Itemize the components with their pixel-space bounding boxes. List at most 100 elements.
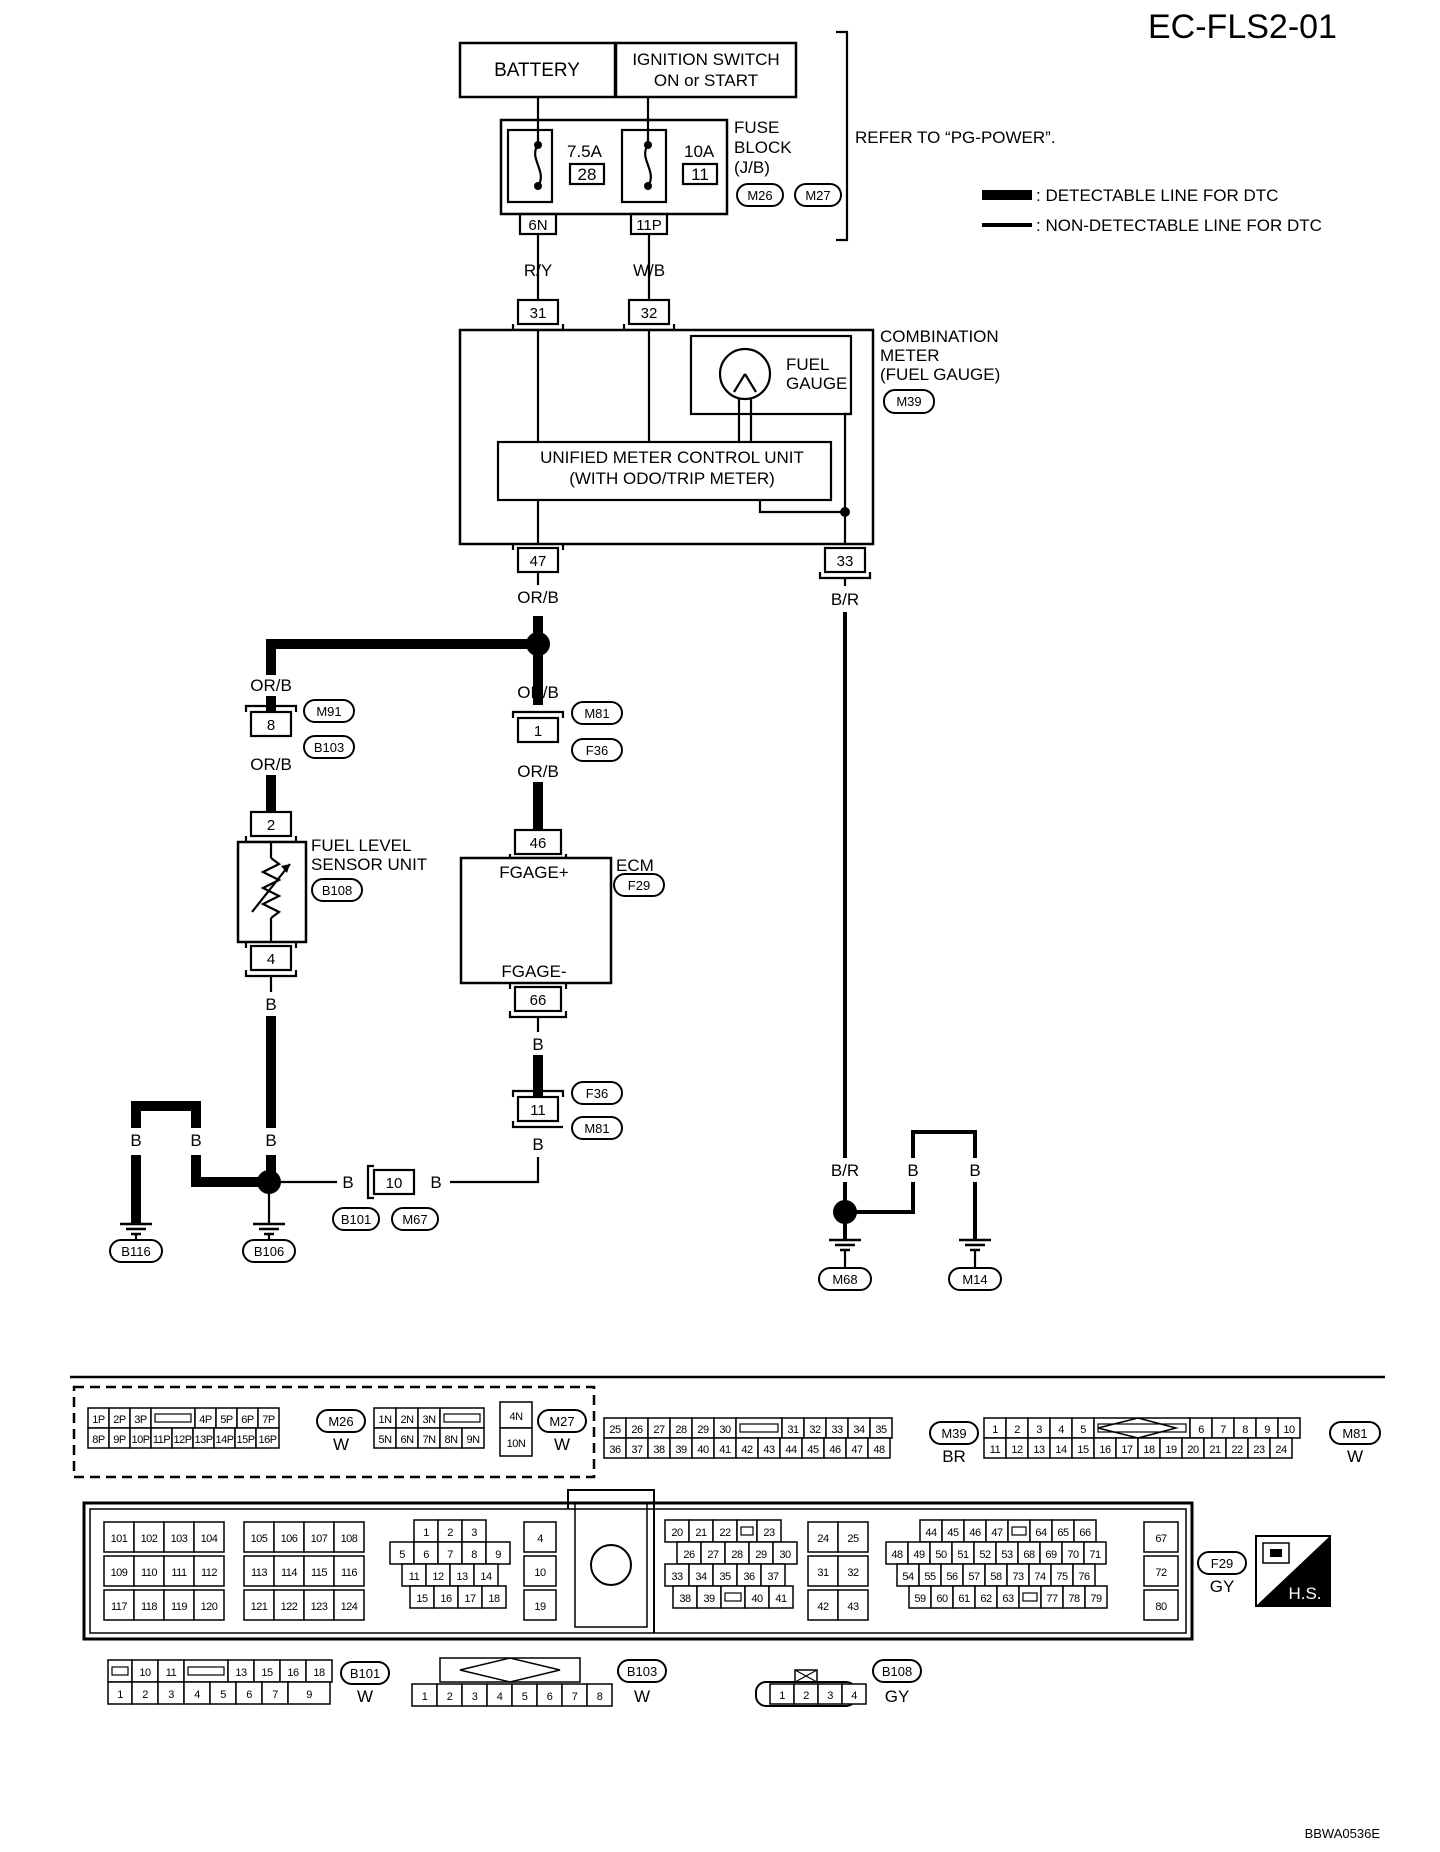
ground-b106: B106 bbox=[254, 1244, 284, 1259]
fuse-block-label-2: BLOCK bbox=[734, 138, 792, 157]
sensor-term-4 bbox=[249, 944, 293, 972]
joint-1-conn-2: F36 bbox=[586, 743, 608, 758]
wire-br-label-2: B/R bbox=[831, 1161, 859, 1180]
fuse-2 bbox=[620, 128, 719, 204]
f29-pin bbox=[807, 1555, 839, 1587]
f29-pin-label: 121 bbox=[251, 1601, 268, 1613]
wire-b-label-j10-right: B bbox=[430, 1173, 441, 1192]
sensor-connector: B108 bbox=[322, 883, 352, 898]
fuel-gauge-dial bbox=[718, 347, 772, 401]
b101-id: B101 bbox=[350, 1666, 380, 1681]
sensor-label-1: FUEL LEVEL bbox=[311, 836, 411, 855]
m39-pin-label: 46 bbox=[829, 1444, 841, 1456]
f29-pin-label: 47 bbox=[991, 1527, 1003, 1539]
b108-pin-label: 3 bbox=[827, 1690, 833, 1702]
f29-pin-label: 117 bbox=[111, 1601, 127, 1613]
b103-pin-label: 1 bbox=[422, 1691, 428, 1703]
m39-id: M39 bbox=[941, 1426, 966, 1441]
wire-b-label-right-1: B bbox=[907, 1161, 918, 1180]
m39-pin-label: 35 bbox=[875, 1424, 887, 1436]
f29-center-latch bbox=[567, 1489, 655, 1633]
f29-pin-label: 29 bbox=[755, 1549, 767, 1561]
f29-pin bbox=[303, 1521, 335, 1553]
fuse-2-number: 11 bbox=[691, 165, 709, 184]
b103-pin-label: 2 bbox=[447, 1691, 453, 1703]
m26-pin-label: 16P bbox=[258, 1434, 276, 1446]
f29-pin-label: 59 bbox=[914, 1593, 926, 1605]
m81-pin-label: 6 bbox=[1198, 1424, 1204, 1436]
f29-pin bbox=[523, 1589, 557, 1621]
f29-pin-label: 36 bbox=[743, 1571, 755, 1583]
fuse-conn-m26-pill bbox=[736, 183, 784, 207]
wire-b-label-sensor-1: B bbox=[265, 995, 276, 1014]
f29-pin-label: 25 bbox=[847, 1533, 859, 1545]
f29-pin-label: 122 bbox=[281, 1601, 298, 1613]
f29-pin-label: 109 bbox=[111, 1567, 128, 1579]
f29-pin-label: 124 bbox=[341, 1601, 358, 1613]
f29-pin-label: 45 bbox=[947, 1527, 959, 1539]
f29-pin-label: 39 bbox=[703, 1593, 715, 1605]
meter-label-2: METER bbox=[880, 346, 940, 365]
f29-pin bbox=[1018, 1585, 1042, 1609]
f29-pin-label: 11 bbox=[409, 1571, 420, 1583]
f29-pin-label: 35 bbox=[719, 1571, 731, 1583]
b101-pin-label: 11 bbox=[166, 1667, 177, 1679]
m26-pin-label: 13P bbox=[194, 1434, 212, 1446]
m39-pin bbox=[735, 1417, 783, 1439]
m39-pin-label: 38 bbox=[653, 1444, 665, 1456]
f29-pin-label: 76 bbox=[1078, 1571, 1090, 1583]
m39-pin-label: 30 bbox=[719, 1424, 731, 1436]
ground-symbol-m68 bbox=[829, 1238, 861, 1268]
ecm-box bbox=[459, 856, 613, 985]
meter-label-3: (FUEL GAUGE) bbox=[880, 365, 1000, 384]
meter-term-33 bbox=[823, 546, 867, 574]
battery-label: BATTERY bbox=[494, 60, 580, 81]
m26-pin-label: 5P bbox=[220, 1414, 233, 1426]
fuse-2-terminal-label: 11P bbox=[636, 217, 662, 234]
ground-symbol-m14 bbox=[959, 1238, 991, 1268]
joint-11-conn-1: F36 bbox=[586, 1086, 608, 1101]
m39-pin-label: 29 bbox=[697, 1424, 709, 1436]
f29-pin bbox=[1143, 1521, 1179, 1553]
b101-pin-label: 9 bbox=[306, 1689, 312, 1701]
f29-pin bbox=[103, 1555, 135, 1587]
hs-label: H.S. bbox=[1288, 1584, 1321, 1603]
hs-badge bbox=[1255, 1535, 1331, 1607]
m39-pin-label: 45 bbox=[807, 1444, 819, 1456]
f29-pin bbox=[523, 1555, 557, 1587]
meter-term-32 bbox=[627, 298, 671, 326]
sensor-term-2 bbox=[249, 810, 293, 838]
m81-pin-label: 18 bbox=[1143, 1444, 1155, 1456]
wire-ry-label: R/Y bbox=[524, 261, 552, 280]
m26-pin-label: 2P bbox=[113, 1414, 126, 1426]
m39-pin-label: 36 bbox=[609, 1444, 621, 1456]
m27-pin-label: 5N bbox=[378, 1434, 392, 1446]
m26-pin-label: 12P bbox=[173, 1434, 191, 1446]
f29-pin-label: 119 bbox=[171, 1601, 187, 1613]
f29-pin-label: 68 bbox=[1023, 1549, 1035, 1561]
f29-pin bbox=[333, 1555, 365, 1587]
m27-pin-label: 9N bbox=[466, 1434, 480, 1446]
f29-pin bbox=[837, 1589, 869, 1621]
fuel-gauge-label-2: GAUGE bbox=[786, 374, 847, 393]
f29-pin-label: 16 bbox=[440, 1593, 452, 1605]
m81-pin-label: 23 bbox=[1253, 1444, 1265, 1456]
m26-pin-label: 4P bbox=[199, 1414, 212, 1426]
meter-label-1: COMBINATION bbox=[880, 327, 999, 346]
joint-1-conn-1: M81 bbox=[584, 706, 609, 721]
b108-id: B108 bbox=[882, 1664, 912, 1679]
fuse-block-label-3: (J/B) bbox=[734, 158, 770, 177]
joint-8-conn-2: B103 bbox=[314, 740, 344, 755]
f29-pin-label: 52 bbox=[979, 1549, 991, 1561]
b101-pin-label: 18 bbox=[313, 1667, 325, 1679]
f29-pin-label: 112 bbox=[201, 1567, 217, 1579]
f29-pin-label: 74 bbox=[1034, 1571, 1046, 1583]
m81-pin-label: 11 bbox=[990, 1444, 1001, 1456]
joint-11-label: 11 bbox=[530, 1102, 546, 1119]
combination-meter bbox=[458, 328, 875, 546]
f29-pin-label: 55 bbox=[924, 1571, 936, 1583]
m81-pin-label: 2 bbox=[1014, 1424, 1020, 1436]
f29-pin bbox=[193, 1521, 225, 1553]
wire-b-label-g1: B bbox=[130, 1131, 141, 1150]
